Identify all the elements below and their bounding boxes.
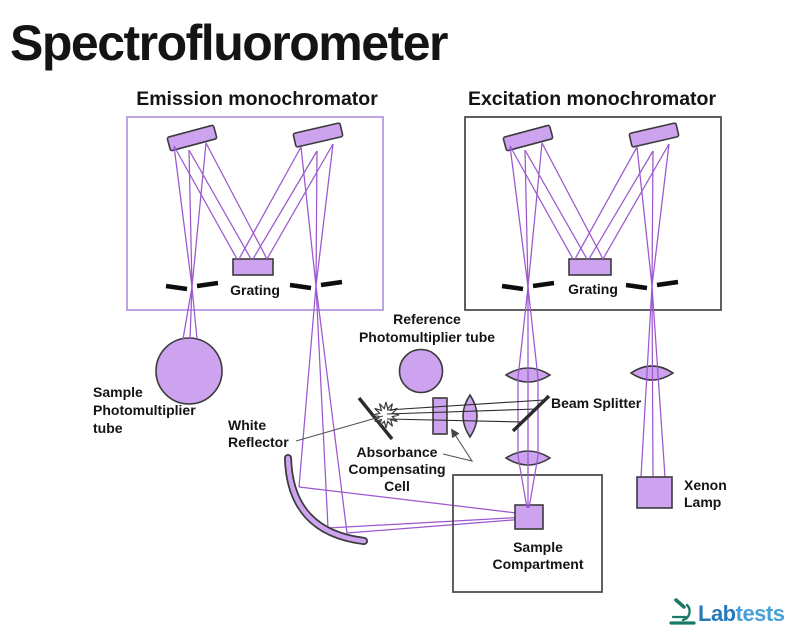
emission-monochromator-label: Emission monochromator [136, 88, 378, 110]
white-reflector-pointer [295, 415, 384, 442]
reference-pmt-label: Photomultiplier tube [359, 329, 495, 345]
emission-beams [173, 142, 334, 288]
labtests-logo: Labtests [669, 598, 785, 626]
sample-photomultiplier: Sample Photomultiplier tube [93, 286, 223, 436]
xenon-lamp-label: Xenon [684, 477, 727, 493]
emission-exit-beams [182, 286, 198, 340]
xenon-lamp-label: Lamp [684, 494, 721, 510]
excitation-box [464, 116, 722, 311]
emission-box [126, 116, 384, 311]
excitation-grating [568, 258, 612, 276]
logo-wordmark: Labtests [698, 601, 785, 626]
emission-monochromator: Grating [126, 116, 384, 311]
beam-splitter-label: Beam Splitter [551, 395, 642, 411]
excitation-beams [509, 142, 670, 288]
sample-compartment: Sample Compartment [452, 474, 603, 593]
white-reflector-label: Reflector [228, 434, 289, 450]
absorbance-cell-label: Cell [384, 478, 410, 494]
emission-grating-label: Grating [230, 282, 280, 298]
reference-pmt-circle [398, 348, 444, 394]
white-reflector-label: White [228, 417, 266, 433]
absorbance-cell [432, 397, 448, 435]
reference-photomultiplier: Reference Photomultiplier tube [359, 311, 495, 394]
emission-entrance-slit [165, 280, 219, 292]
absorbance-cell-label: Absorbance [357, 444, 438, 460]
emission-collection-beams [298, 285, 528, 534]
xenon-lamp-body [636, 476, 673, 509]
reference-pmt-label: Reference [393, 311, 461, 327]
logo-tests: tests [736, 601, 785, 626]
reference-arm: Beam Splitter White Reflector Absorbance… [228, 393, 642, 494]
emission-collimating-mirror [166, 124, 218, 152]
lens-vertical [462, 393, 478, 439]
emission-focusing-mirror [292, 122, 344, 148]
sample-pmt-label: Sample [93, 384, 143, 400]
curved-mirror-surface [285, 455, 367, 544]
excitation-collimating-mirror [502, 124, 554, 152]
excitation-grating-label: Grating [568, 281, 618, 297]
sample-pmt-label: tube [93, 420, 123, 436]
curved-mirror [284, 285, 528, 545]
beam-splitter-mirror [511, 394, 551, 433]
lamp-beams [640, 285, 666, 478]
excitation-exit-slit [501, 280, 555, 292]
absorbance-cell-pointer [442, 428, 474, 462]
sample-compartment-label: Sample [513, 539, 563, 555]
absorbance-cell-label: Compensating [348, 461, 445, 477]
sample-pmt-circle [155, 337, 223, 405]
page-title: Spectrofluorometer [10, 15, 448, 71]
excitation-focusing-mirror [628, 122, 680, 148]
reference-beam-rays [386, 399, 545, 423]
excitation-path [504, 286, 552, 509]
emission-exit-slit [289, 279, 343, 291]
sample-pmt-label: Photomultiplier [93, 402, 196, 418]
white-reflector-starburst [372, 401, 400, 429]
excitation-beam-to-sample [517, 286, 539, 509]
sample-compartment-label: Compartment [492, 556, 583, 572]
emission-grating [232, 258, 274, 276]
excitation-monochromator-label: Excitation monochromator [468, 88, 717, 110]
xenon-lamp: Xenon Lamp [629, 285, 727, 510]
logo-lab: Lab [698, 601, 736, 626]
excitation-entrance-slit [625, 279, 679, 291]
excitation-monochromator: Grating [464, 116, 722, 311]
microscope-icon [669, 598, 696, 625]
sample-cell [514, 504, 544, 530]
